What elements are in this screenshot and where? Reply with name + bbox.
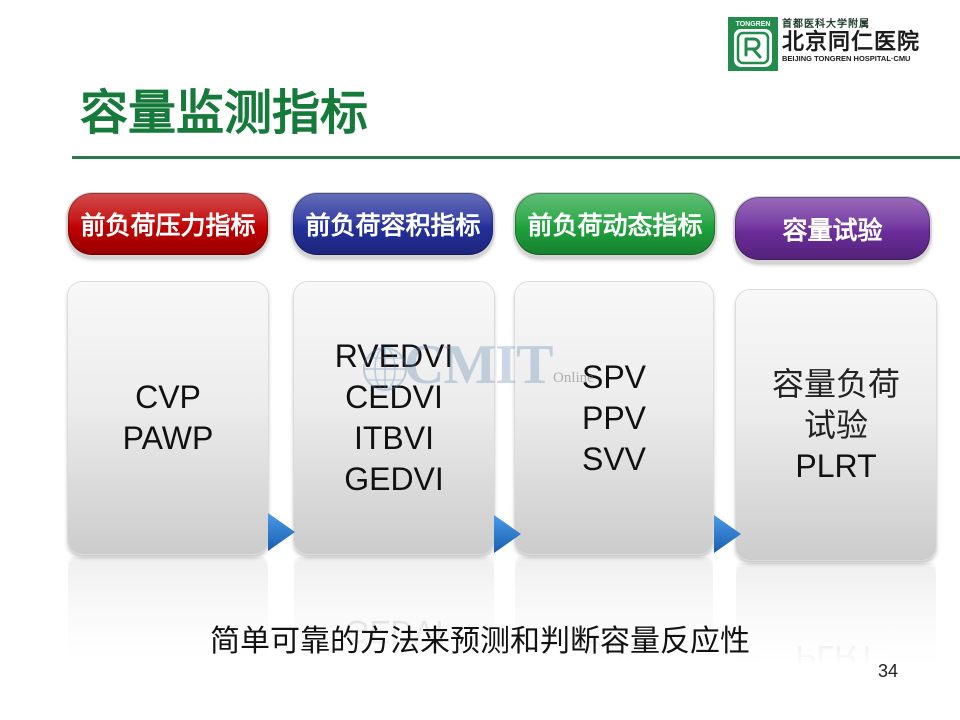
- dynamic-indicators-box: SPV PPV SVV: [515, 282, 713, 554]
- indicator-item: PLRT: [795, 447, 877, 484]
- summary-text: 简单可靠的方法来预测和判断容量反应性: [210, 625, 750, 658]
- logo-english-name: BEIJING TONGREN HOSPITAL·CMU: [782, 54, 911, 63]
- logo-affiliation: 首都医科大学附属: [782, 19, 870, 30]
- category-dynamic-indicators: 前负荷动态指标: [515, 193, 715, 255]
- category-pressure-indicators: 前负荷压力指标: [68, 193, 268, 255]
- indicator-item: CEDVI: [345, 379, 443, 415]
- watermark-subtext: Online: [553, 370, 594, 386]
- indicator-item: GEDVI: [344, 461, 444, 497]
- page-number: 34: [878, 661, 899, 681]
- indicator-item: ITBVI: [353, 420, 434, 456]
- indicator-item: CVP: [135, 379, 201, 415]
- indicator-item: PAWP: [122, 420, 214, 456]
- title-divider: [72, 156, 960, 159]
- category-volume-test: 容量试验: [735, 197, 930, 260]
- volume-indicators-box: RVEDVI CEDVI ITBVI GEDVI: [294, 282, 494, 554]
- globe-icon: [363, 347, 407, 391]
- indicator-item: SPV: [581, 358, 647, 395]
- volume-test-box: 容量负荷 试验 PLRT: [736, 290, 936, 560]
- indicator-item: SVV: [581, 440, 647, 477]
- logo-hospital-name: 北京同仁医院: [782, 29, 921, 54]
- arrow-right-icon: [268, 513, 295, 551]
- indicator-item: PPV: [581, 399, 647, 436]
- hospital-logo-icon: TONGREN: [728, 17, 778, 71]
- arrow-right-icon: [714, 515, 741, 553]
- pressure-indicators-box: CVP PAWP: [68, 282, 268, 554]
- logo-wordmark: TONGREN: [736, 21, 771, 28]
- watermark-text: CMIT: [404, 334, 553, 396]
- indicator-item: RVEDVI: [334, 338, 454, 374]
- indicator-item: 容量负荷: [771, 365, 900, 402]
- arrow-right-icon: [494, 515, 521, 553]
- category-volume-indicators: 前负荷容积指标: [293, 193, 493, 255]
- page-title: 容量监测指标: [80, 87, 369, 140]
- indicator-item: 试验: [803, 406, 868, 443]
